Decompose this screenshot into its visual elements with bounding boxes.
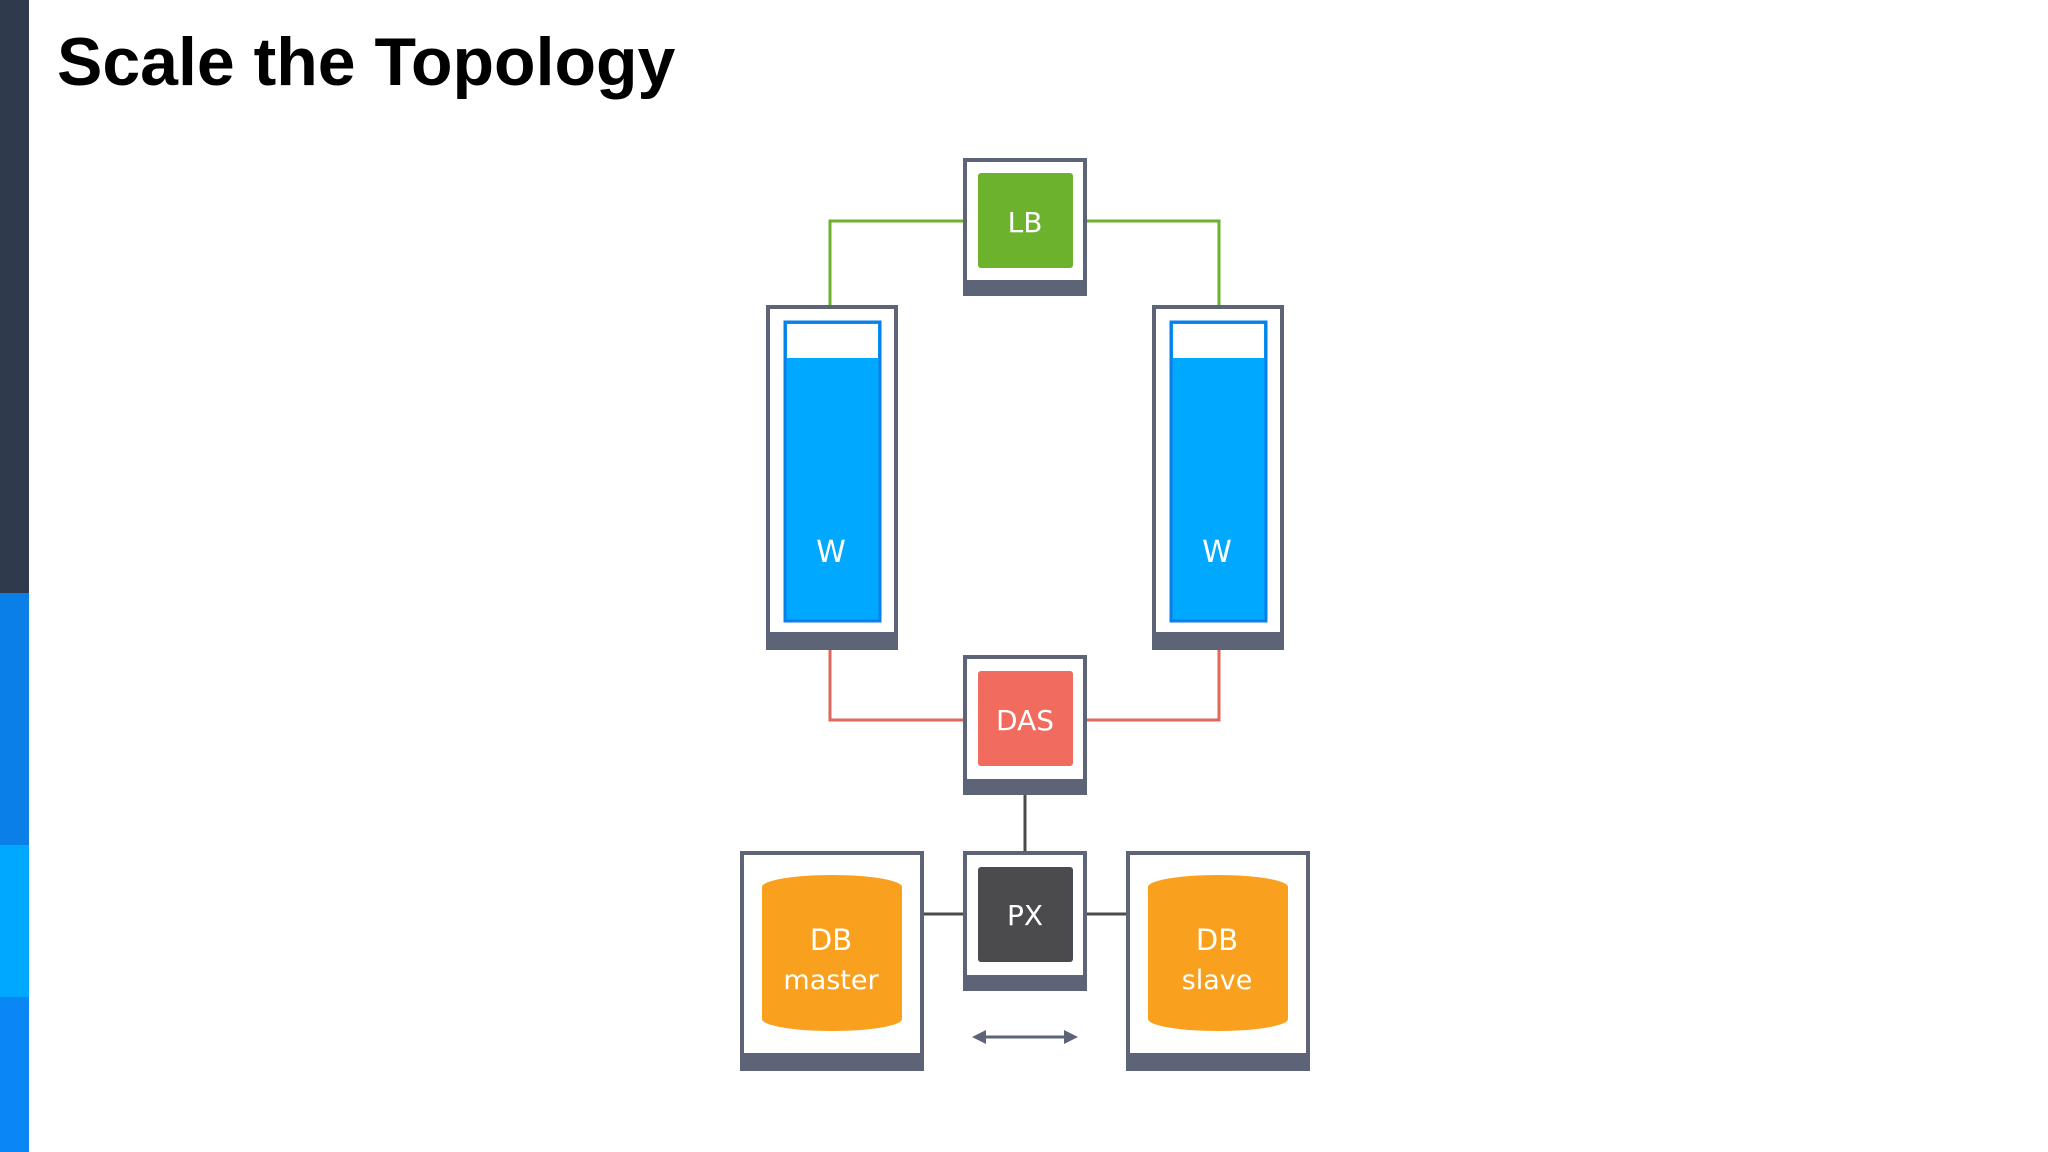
link-lb-to-worker-left xyxy=(828,219,978,322)
link-lb-to-worker-right xyxy=(1071,219,1221,322)
db-master-sublabel: master xyxy=(783,965,879,996)
das-box-icon xyxy=(978,671,1073,766)
accent-segment-cyan xyxy=(0,845,29,997)
worker-left-node: W xyxy=(766,305,898,650)
lb-node: LB xyxy=(963,158,1087,296)
db-master-node: DB master xyxy=(740,851,924,1071)
worker-right-label: W xyxy=(1202,535,1232,570)
db-slave-node: DB slave xyxy=(1126,851,1310,1071)
worker-column-icon xyxy=(1169,320,1268,623)
accent-segment-blue-bottom xyxy=(0,997,29,1152)
accent-segment-dark xyxy=(0,0,29,593)
worker-column-icon xyxy=(783,320,882,623)
lb-links xyxy=(828,219,1221,322)
worker-right-node: W xyxy=(1152,305,1284,650)
accent-segment-blue xyxy=(0,593,29,845)
load-balancer-box-icon xyxy=(978,173,1073,268)
double-headed-arrow-icon xyxy=(972,1030,1078,1044)
das-label: DAS xyxy=(996,704,1054,737)
lb-label: LB xyxy=(1008,206,1043,239)
worker-right-top-band xyxy=(1173,324,1264,358)
database-cylinder-icon xyxy=(1148,875,1288,1031)
db-master-label: DB xyxy=(810,923,852,957)
slide-accent-bar xyxy=(0,0,29,1152)
db-slave-label: DB xyxy=(1196,923,1238,957)
proxy-box-icon xyxy=(978,867,1073,962)
link-worker-right-to-das xyxy=(1071,621,1221,722)
proxy-node: PX xyxy=(963,851,1087,991)
proxy-label: PX xyxy=(1007,899,1043,932)
db-slave-sublabel: slave xyxy=(1182,965,1253,996)
das-node: DAS xyxy=(963,655,1087,795)
link-worker-left-to-das xyxy=(828,621,978,722)
database-cylinder-icon xyxy=(762,875,902,1031)
worker-left-top-band xyxy=(787,324,878,358)
das-links xyxy=(828,621,1221,722)
page-title: Scale the Topology xyxy=(57,24,676,100)
worker-left-label: W xyxy=(816,535,846,570)
